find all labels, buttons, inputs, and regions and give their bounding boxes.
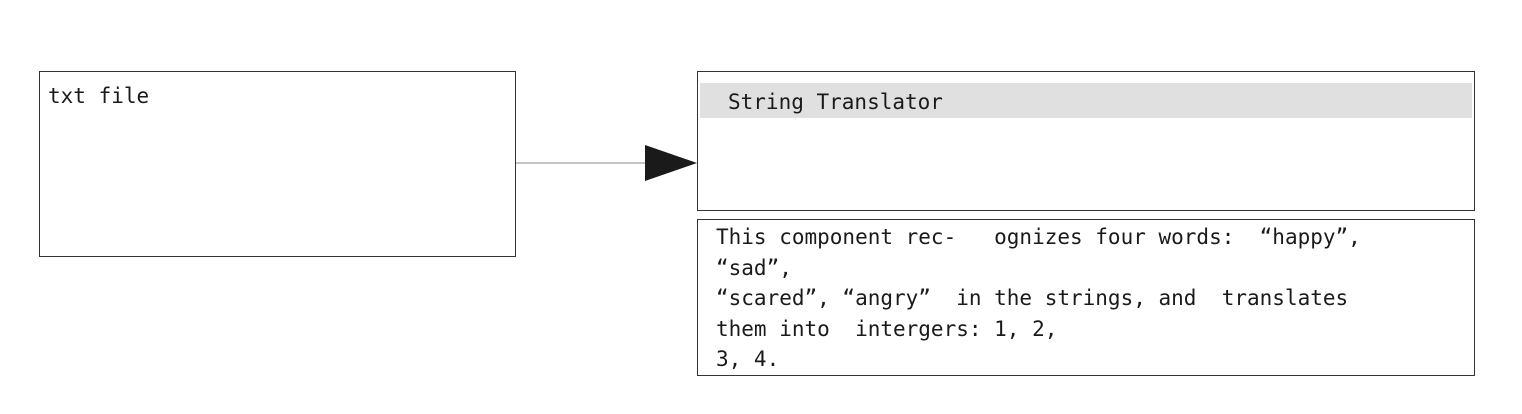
description-box: This component rec- ognizes four words: … bbox=[697, 219, 1475, 376]
string-translator-title: String Translator bbox=[728, 90, 943, 114]
arrow-head-icon bbox=[645, 145, 697, 181]
string-translator-box: String Translator bbox=[697, 71, 1475, 211]
txt-file-label: txt file bbox=[48, 84, 150, 108]
description-line: “sad”, bbox=[716, 255, 792, 280]
txt-file-box: txt file bbox=[39, 71, 516, 257]
description-text: This component rec- ognizes four words: … bbox=[716, 222, 1464, 375]
description-line: This component rec- ognizes four words: … bbox=[716, 225, 1361, 249]
description-line: “scared”, “angry” in the strings, and tr… bbox=[716, 286, 1349, 310]
description-line: 3, 4. bbox=[716, 347, 780, 371]
string-translator-header: String Translator bbox=[700, 83, 1472, 118]
description-line: them into intergers: 1, 2, bbox=[716, 316, 1058, 341]
